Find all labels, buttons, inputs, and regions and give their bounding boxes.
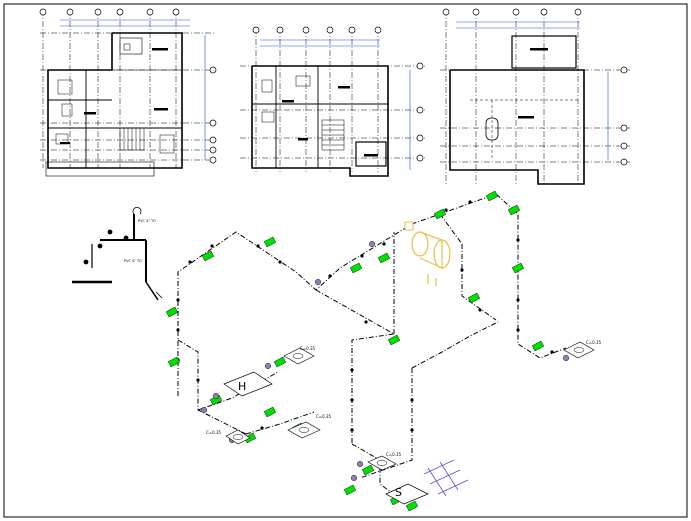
pipe-fitting <box>377 252 391 264</box>
pipe-joint <box>468 200 472 204</box>
pipe-fitting <box>263 406 277 418</box>
fixture-h <box>223 371 273 397</box>
pipe-fitting <box>511 262 525 274</box>
valve <box>200 407 207 414</box>
pipe-joint <box>188 260 192 264</box>
pipe-dots <box>176 200 554 502</box>
north-arrow-hatch <box>423 459 469 497</box>
valves <box>200 240 570 482</box>
fitting-detail <box>72 206 163 301</box>
pipe-joint <box>410 428 414 432</box>
pipe-fittings <box>165 190 545 512</box>
valve <box>357 461 364 468</box>
pipe-fitting <box>361 464 375 476</box>
floor-plan-2 <box>240 26 425 177</box>
detail-label-a: PVC 4" TO <box>138 219 156 223</box>
level-label-d: C=0.35 <box>386 452 402 457</box>
room-label-s: S <box>395 486 402 499</box>
pipe-joint <box>410 398 414 402</box>
pipe-joint <box>328 274 332 278</box>
valve <box>315 279 322 286</box>
pipe-joint <box>360 254 364 258</box>
valve <box>563 355 570 362</box>
pipe-fitting <box>167 356 181 368</box>
pipe-joint <box>350 368 354 372</box>
pipe-joint <box>256 244 260 248</box>
pipe-fitting <box>485 190 499 202</box>
fixture-drains <box>225 341 595 471</box>
floor-plan-1 <box>39 8 217 177</box>
pipe-fitting <box>531 340 545 352</box>
room-label-h: H <box>238 380 246 393</box>
pipe-joint <box>516 328 520 332</box>
tank-marker <box>404 221 414 231</box>
pipe-fitting <box>263 236 277 248</box>
pipe-joint <box>516 238 520 242</box>
pipe-fitting <box>273 356 287 368</box>
level-label-c: C=0.35 <box>586 340 602 345</box>
pipe-fitting <box>387 334 401 346</box>
pipe-fitting <box>507 204 521 216</box>
pipe-joint <box>382 242 386 246</box>
pipe-fitting <box>201 250 215 262</box>
pipe-fitting <box>433 208 447 220</box>
pipe-fitting <box>165 306 179 318</box>
pipe-joint <box>460 268 464 272</box>
level-label-b: C=0.35 <box>316 414 332 419</box>
pipe-fitting <box>349 262 363 274</box>
pipe-joint <box>278 260 282 264</box>
pipe-joint <box>350 428 354 432</box>
pipe-joint <box>364 320 368 324</box>
pipe-joint <box>350 398 354 402</box>
valve <box>351 475 358 482</box>
pipe-fitting <box>343 484 357 496</box>
pipe-joint <box>550 350 554 354</box>
pipe-fitting <box>467 292 481 304</box>
pipe-network <box>177 193 567 503</box>
level-label-a: C=0.35 <box>300 346 316 351</box>
valve <box>265 363 272 370</box>
valve <box>212 393 219 400</box>
sheet-border <box>3 3 688 518</box>
pipe-joint <box>176 298 180 302</box>
water-tank <box>411 231 451 286</box>
floor-plan-3 <box>440 8 630 185</box>
valve <box>369 240 376 247</box>
detail-label-b: PVC 4" TO <box>124 259 142 263</box>
fixture-s <box>385 483 429 505</box>
pipe-joint <box>516 298 520 302</box>
level-label-e: C=0.35 <box>206 430 222 435</box>
pipe-joint <box>196 378 200 382</box>
pipe-joint <box>176 328 180 332</box>
pipe-joint <box>260 426 264 430</box>
pipe-joint <box>210 244 214 248</box>
pipe-joint <box>444 208 448 212</box>
pipe-joint <box>478 308 482 312</box>
pipe-fitting <box>405 500 419 512</box>
